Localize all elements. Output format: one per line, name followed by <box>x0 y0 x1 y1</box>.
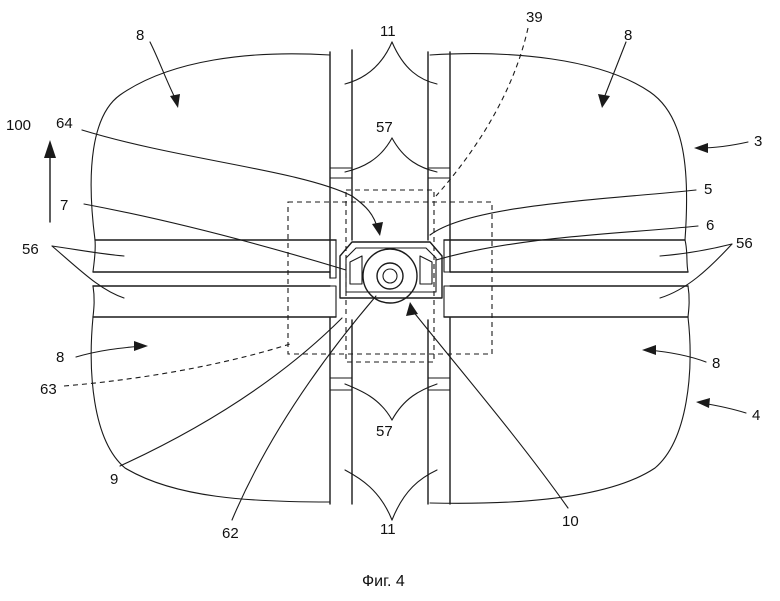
label-6: 6 <box>706 217 714 234</box>
label-100: 100 <box>6 117 31 134</box>
label-11-bottom: 11 <box>380 521 396 538</box>
central-fastener <box>340 242 442 303</box>
label-39: 39 <box>526 9 543 26</box>
label-57-top: 57 <box>376 119 393 136</box>
label-56-right: 56 <box>736 235 753 252</box>
dashed-regions <box>288 190 492 362</box>
label-56-left: 56 <box>22 241 39 258</box>
label-62: 62 <box>222 525 239 542</box>
label-11-top: 11 <box>380 23 396 40</box>
direction-arrow-100 <box>44 140 56 222</box>
label-5: 5 <box>704 181 712 198</box>
label-63: 63 <box>40 381 57 398</box>
leader-lines <box>52 28 748 520</box>
label-8-lower-right: 8 <box>712 355 720 372</box>
label-10: 10 <box>562 513 579 530</box>
figure-caption: Фиг. 4 <box>362 573 405 590</box>
horizontal-channel <box>93 240 688 317</box>
label-4: 4 <box>752 407 760 424</box>
label-57-bottom: 57 <box>376 423 393 440</box>
label-9: 9 <box>110 471 118 488</box>
label-64: 64 <box>56 115 73 132</box>
label-8-upper-right: 8 <box>624 27 632 44</box>
label-8-lower-left: 8 <box>56 349 64 366</box>
label-8-upper-left: 8 <box>136 27 144 44</box>
label-7: 7 <box>60 197 68 214</box>
label-3: 3 <box>754 133 762 150</box>
